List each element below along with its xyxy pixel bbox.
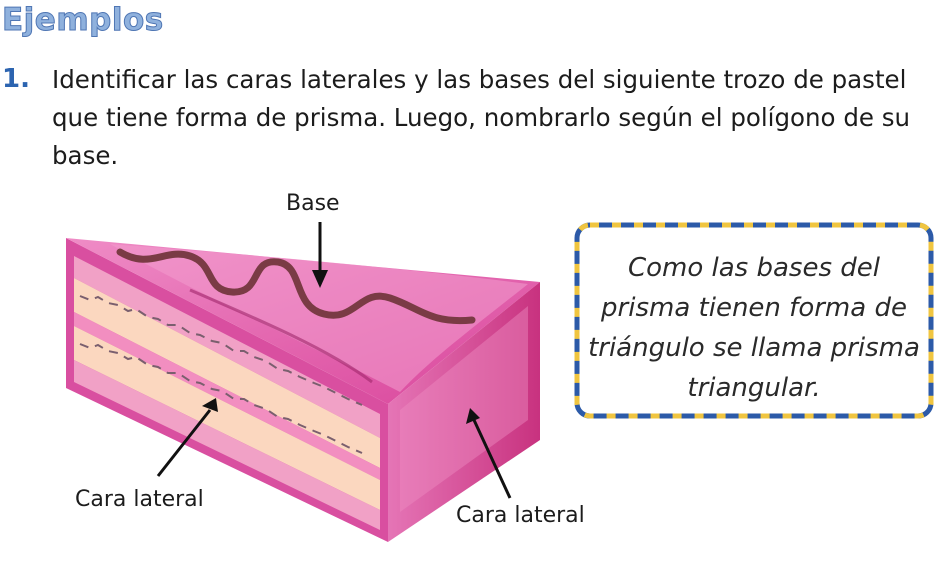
section-heading: Ejemplos: [2, 2, 164, 39]
lateral-face-left: [66, 238, 388, 542]
label-lateral-right: Cara lateral: [456, 503, 585, 528]
cake-prism-diagram: [66, 222, 540, 542]
arrow-lateral-right: [466, 408, 512, 499]
note-border: [574, 222, 934, 419]
arrow-lateral-left: [156, 398, 218, 477]
label-base: Base: [286, 191, 340, 216]
lateral-face-right: [388, 282, 540, 542]
exercise-text: Identificar las caras laterales y las ba…: [52, 65, 911, 170]
base-face-top: [66, 238, 540, 404]
arrow-base: [312, 222, 328, 288]
note-text: Como las bases del prisma tienen forma d…: [588, 253, 920, 403]
exercise-number: 1.: [2, 64, 30, 94]
label-lateral-left: Cara lateral: [75, 487, 204, 512]
